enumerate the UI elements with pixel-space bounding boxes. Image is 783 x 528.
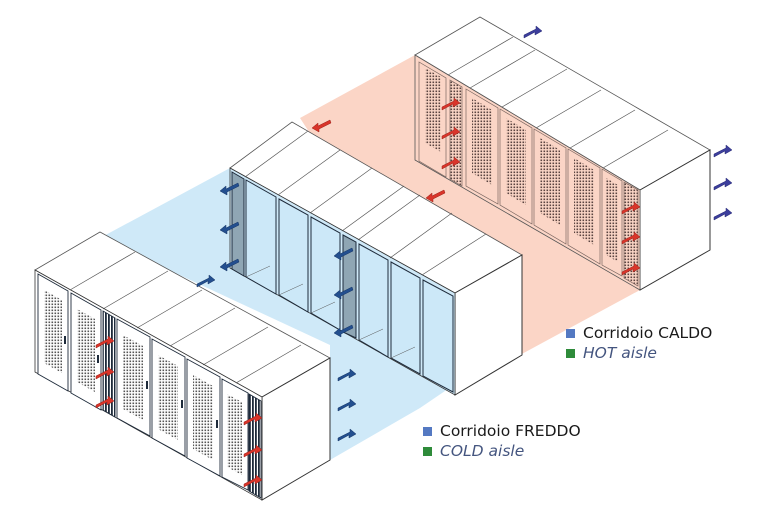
exhaust-arrow (713, 144, 733, 158)
cold-air-arrow (219, 258, 240, 272)
hot-air-arrow (95, 366, 115, 380)
cold-air-arrow (196, 274, 216, 288)
front-rack-row (34, 231, 331, 501)
back-rack-row (414, 16, 711, 291)
cold-air-arrow (337, 398, 357, 412)
legend-row-hot-it: Corridoio CALDO (566, 323, 712, 343)
cooling-unit-right (342, 234, 357, 339)
hot-air-arrow (441, 156, 461, 170)
hot-aisle-floor (300, 55, 640, 355)
hot-air-arrow (621, 201, 641, 215)
cold-air-arrows (196, 182, 357, 442)
legend-row-cold-en: COLD aisle (423, 441, 581, 461)
legend-label-hot-en: HOT aisle (583, 344, 657, 362)
cold-air-arrow (219, 221, 240, 235)
cold-air-arrow (219, 182, 240, 196)
legend-label-cold-en: COLD aisle (440, 442, 525, 460)
middle-cooling-row (229, 121, 523, 396)
legend-label-cold-it: Corridoio FREDDO (440, 422, 581, 440)
legend-row-cold-it: Corridoio FREDDO (423, 421, 581, 441)
exhaust-arrow (713, 207, 733, 221)
legend-swatch-green (566, 348, 575, 358)
hot-air-arrow (95, 335, 115, 349)
exhaust-arrow (523, 25, 543, 39)
hot-air-arrows-back-row (441, 97, 641, 276)
cold-air-arrow (337, 428, 357, 442)
hot-air-return-arrows (311, 119, 446, 203)
legend-cold-aisle: Corridoio FREDDO COLD aisle (423, 421, 581, 461)
legend-hot-aisle: Corridoio CALDO HOT aisle (566, 323, 712, 363)
hot-air-arrow (243, 412, 263, 426)
legend-swatch-blue (423, 426, 432, 436)
hot-air-arrow (243, 444, 263, 458)
legend-label-hot-it: Corridoio CALDO (583, 324, 713, 342)
cold-air-arrow (333, 286, 354, 300)
exhaust-arrows (523, 25, 733, 221)
hot-air-arrow (243, 474, 263, 488)
hot-air-arrow (621, 262, 641, 276)
hot-air-arrow (425, 189, 446, 203)
hot-air-arrow (441, 126, 461, 140)
legend-row-hot-en: HOT aisle (566, 343, 712, 363)
cold-air-arrow (333, 324, 354, 338)
hot-air-arrow (95, 395, 115, 409)
hot-air-arrows-front-row (95, 335, 263, 488)
cold-aisle-floor (100, 168, 520, 460)
hot-air-arrow (311, 119, 332, 133)
hot-air-arrow (621, 231, 641, 245)
exhaust-arrow (713, 177, 733, 191)
legend-swatch-green (423, 446, 432, 456)
hot-air-arrow (441, 97, 461, 111)
cold-air-arrow (333, 247, 354, 261)
cold-air-arrow (337, 368, 357, 382)
legend-swatch-blue (566, 328, 575, 338)
